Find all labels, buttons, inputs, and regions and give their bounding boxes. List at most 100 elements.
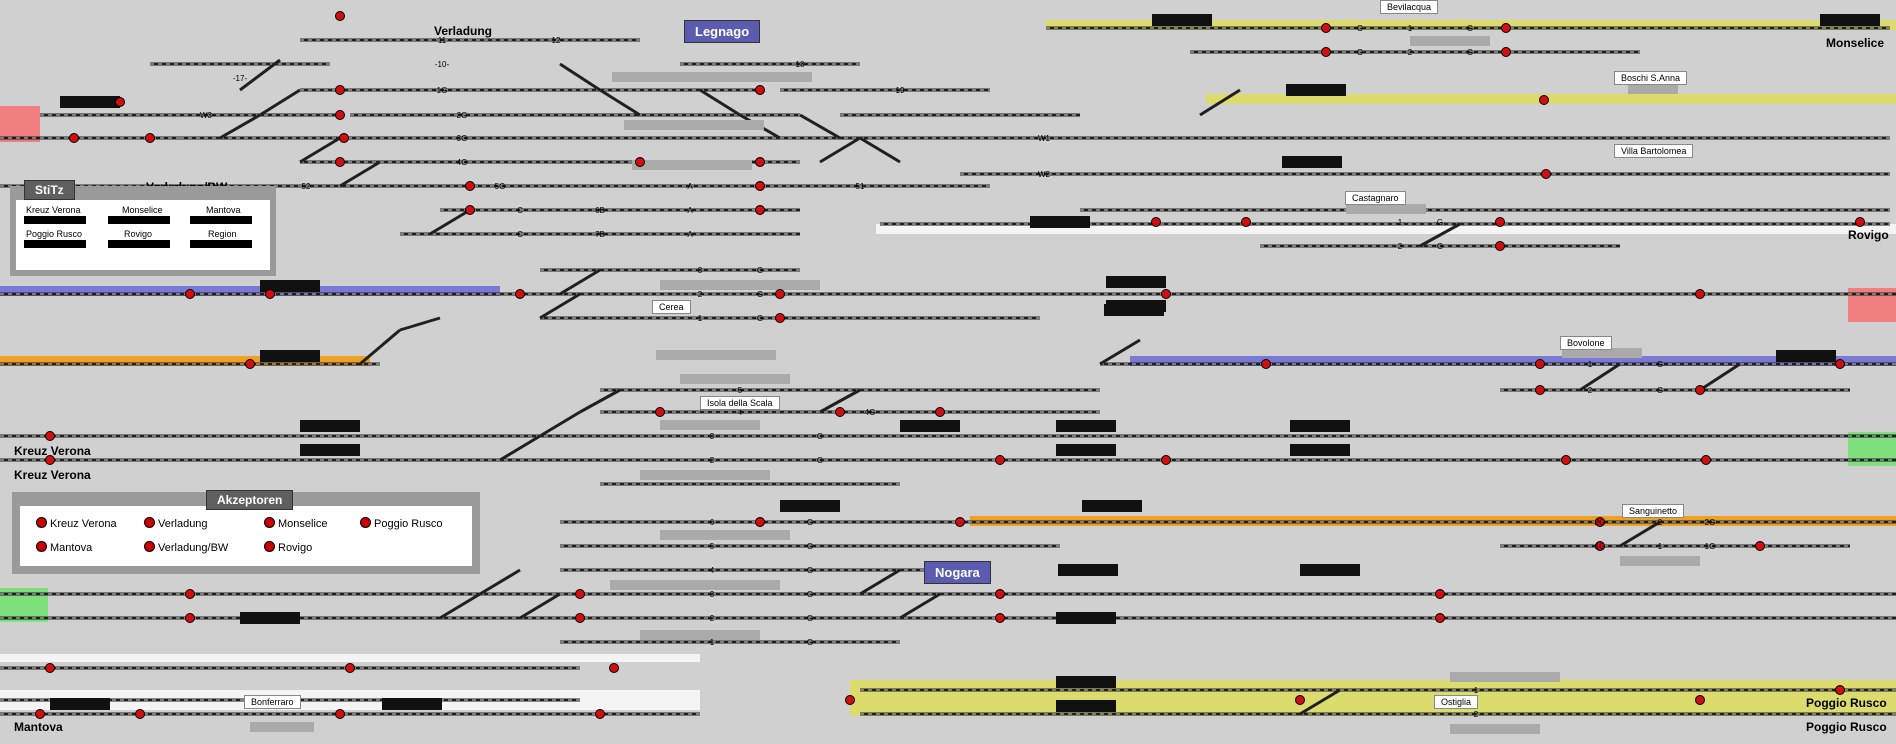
stitz-panel-body: [16, 200, 270, 270]
endpoint-verladung[interactable]: Verladung: [434, 24, 493, 38]
signal-counter-box: [1056, 612, 1116, 624]
signal-icon: [755, 205, 765, 215]
track-number-label: -W3-: [197, 111, 215, 120]
switch-diagonal: [479, 568, 521, 596]
akzeptor-signal-icon: [144, 541, 155, 552]
signal-counter-box: [1056, 676, 1116, 688]
signal-counter-box: [1056, 420, 1116, 432]
signal-counter-box: [1030, 216, 1090, 228]
station-label-bovolone: Bovolone: [1560, 336, 1612, 350]
track-number-label: -3-: [707, 432, 717, 441]
track-number-label: -4-: [707, 566, 717, 575]
track-number-label: -2-: [1585, 386, 1595, 395]
akzeptor-verladung[interactable]: Verladung: [144, 517, 208, 530]
track-number-label: -1-: [695, 314, 705, 323]
akzeptor-kreuz-verona[interactable]: Kreuz Verona: [36, 517, 117, 530]
endpoint-poggio-rusco-2[interactable]: Poggio Rusco: [1806, 720, 1887, 734]
signal-counter-box: [1286, 84, 1346, 96]
station-title-nogara[interactable]: Nogara: [924, 561, 991, 584]
switch-diagonal: [859, 136, 901, 164]
route-highlight: [0, 654, 700, 662]
akzeptor-mantova[interactable]: Mantova: [36, 541, 92, 554]
endpoint-monselice[interactable]: Monselice: [1826, 36, 1885, 50]
stitz-bar-rovigo[interactable]: [108, 240, 170, 248]
track-number-label: -2-: [1395, 242, 1405, 251]
track-number-label: -G-: [754, 266, 766, 275]
signal-icon: [575, 589, 585, 599]
signal-icon: [755, 517, 765, 527]
route-highlight: [1046, 20, 1896, 30]
track-number-label: -G-: [814, 456, 826, 465]
route-highlight: [1206, 94, 1896, 104]
signal-icon: [635, 157, 645, 167]
signal-icon: [1755, 541, 1765, 551]
track-number-label: -3G-: [454, 134, 470, 143]
akzeptor-signal-icon: [36, 541, 47, 552]
signal-icon: [995, 589, 1005, 599]
track-number-label: -G-: [754, 314, 766, 323]
signal-icon: [755, 181, 765, 191]
station-label-boschi: Boschi S.Anna: [1614, 71, 1688, 85]
switch-diagonal: [339, 160, 381, 188]
track-number-label: -A-: [685, 182, 696, 191]
track-number-label: -2-: [1471, 710, 1481, 719]
stitz-bar-region[interactable]: [190, 240, 252, 248]
route-highlight: [850, 680, 1896, 716]
switch-diagonal: [1299, 688, 1341, 716]
akzeptor-signal-icon: [144, 517, 155, 528]
akzeptor-signal-icon: [36, 517, 47, 528]
track-number-label: -G-: [1434, 218, 1446, 227]
route-highlight: [0, 286, 500, 296]
akzeptor-signal-icon: [360, 517, 371, 528]
signal-counter-box: [300, 444, 360, 456]
akzeptor-label: Verladung: [158, 518, 208, 530]
track-number-label: -11-: [435, 36, 449, 45]
endpoint-kreuz-verona-2[interactable]: Kreuz Verona: [14, 468, 91, 482]
track-number-label: -5-: [707, 542, 717, 551]
track-number-label: -6-: [707, 518, 717, 527]
signal-icon: [345, 663, 355, 673]
akzeptor-verladung-bw[interactable]: Verladung/BW: [144, 541, 228, 554]
signal-icon: [995, 613, 1005, 623]
track-number-label: -5-: [735, 386, 745, 395]
akzeptor-monselice[interactable]: Monselice: [264, 517, 328, 530]
switch-diagonal: [359, 328, 401, 366]
stitz-bar-monselice[interactable]: [108, 216, 170, 224]
akzeptor-rovigo[interactable]: Rovigo: [264, 541, 312, 554]
endpoint-kreuz-verona-1[interactable]: Kreuz Verona: [14, 444, 91, 458]
endpoint-poggio-rusco-1[interactable]: Poggio Rusco: [1806, 696, 1887, 710]
platform: [1450, 724, 1540, 734]
endpoint-mantova[interactable]: Mantova: [14, 720, 63, 734]
signal-counter-box: [1290, 420, 1350, 432]
track-number-label: -7B-: [592, 230, 607, 239]
akzeptor-label: Verladung/BW: [158, 542, 229, 554]
signal-icon: [1835, 685, 1845, 695]
stitz-bar-mantova[interactable]: [190, 216, 252, 224]
track-number-label: -G-: [1434, 242, 1446, 251]
signal-icon: [1495, 241, 1505, 251]
track-number-label: -G-: [814, 432, 826, 441]
signal-counter-box: [900, 420, 960, 432]
platform: [624, 120, 764, 130]
stitz-bar-poggio-rusco[interactable]: [24, 240, 86, 248]
akzeptor-poggio-rusco[interactable]: Poggio Rusco: [360, 517, 443, 530]
platform: [656, 350, 776, 360]
switch-diagonal: [819, 388, 861, 414]
signal-icon: [1151, 217, 1161, 227]
signal-counter-box: [1056, 700, 1116, 712]
track-number-label: -2-: [1405, 48, 1415, 57]
switch-diagonal: [1199, 88, 1241, 117]
track-number-label: -1-: [707, 638, 717, 647]
endpoint-rovigo[interactable]: Rovigo: [1848, 228, 1889, 242]
switch-diagonal: [1579, 362, 1621, 392]
track-number-label: -4G-: [454, 158, 470, 167]
track-number-label: -2G-: [1702, 518, 1718, 527]
stitz-bar-kreuz-verona[interactable]: [24, 216, 86, 224]
platform: [612, 72, 812, 82]
signal-icon: [1321, 47, 1331, 57]
platform: [632, 160, 752, 170]
track-number-label: -1-: [1585, 360, 1595, 369]
station-title-legnago[interactable]: Legnago: [684, 20, 761, 43]
signal-counter-box: [1300, 564, 1360, 576]
